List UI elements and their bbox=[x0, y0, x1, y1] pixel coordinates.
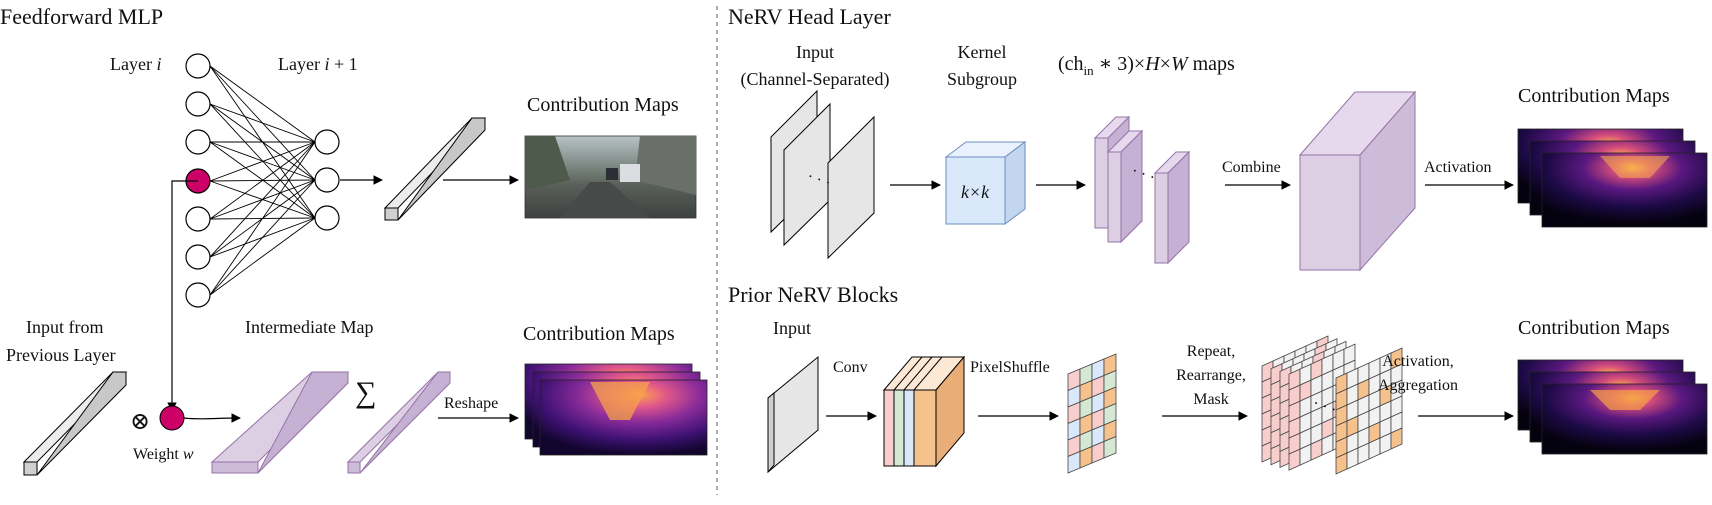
pixelshuffle-label: PixelShuffle bbox=[970, 359, 1050, 376]
input-from-label-line1: Input from bbox=[26, 317, 103, 337]
prior-nerv-blocks-panel: Prior NeRV Blocks Input Conv PixelShuffl… bbox=[728, 282, 1708, 475]
layer-i-label: Layer i bbox=[110, 54, 161, 74]
feedforward-mlp-panel: Feedforward MLP Layer i Layer i + 1 Cont… bbox=[0, 4, 708, 476]
mlp-edge bbox=[209, 217, 316, 296]
mlp-edge bbox=[209, 141, 316, 220]
nerv-head-layer-panel: NeRV Head Layer Input (Channel-Separated… bbox=[728, 4, 1708, 272]
combine-label: Combine bbox=[1222, 159, 1281, 176]
neuron bbox=[185, 244, 211, 270]
arrow-to-intermediate bbox=[183, 413, 241, 423]
neuron bbox=[314, 129, 340, 155]
kernel-size-label: k×k bbox=[961, 182, 990, 202]
conv-label: Conv bbox=[833, 359, 868, 376]
contribution-maps-label-head: Contribution Maps bbox=[1518, 85, 1670, 107]
weight-path-arrow bbox=[167, 180, 198, 412]
reduced-vector-bar bbox=[346, 371, 452, 474]
intermediate-maps-stack bbox=[1093, 115, 1191, 265]
mlp-edge bbox=[209, 103, 316, 143]
maps-dimension-label: (chin ∗ 3)×H×W maps bbox=[1058, 53, 1235, 78]
kernel-cube bbox=[944, 141, 1027, 225]
neuron bbox=[185, 91, 211, 117]
neuron bbox=[185, 206, 211, 232]
repeat-label-line1: Repeat, bbox=[1187, 343, 1235, 360]
heatmap-stack-left bbox=[524, 363, 708, 456]
layer-i-neurons bbox=[185, 53, 211, 308]
activation-agg-label-line2: Aggregation bbox=[1378, 377, 1458, 394]
neuron bbox=[314, 205, 340, 231]
activation-label: Activation bbox=[1424, 159, 1492, 176]
output-vector-bar bbox=[383, 117, 487, 221]
activation-agg-label-line1: Activation, bbox=[1382, 353, 1454, 370]
pixelshuffle-cell bbox=[1103, 435, 1117, 459]
input-from-label-line2: Previous Layer bbox=[6, 345, 115, 365]
input-label-bottom: Input bbox=[773, 318, 811, 338]
repeat-label-line2: Rearrange, bbox=[1176, 367, 1246, 384]
kernel-label-line1: Kernel bbox=[958, 42, 1007, 62]
street-scene-image bbox=[524, 135, 697, 219]
mlp-edge bbox=[209, 141, 316, 296]
mlp-connections bbox=[209, 65, 316, 296]
panel-title-mlp: Feedforward MLP bbox=[0, 4, 163, 29]
contribution-maps-label-top: Contribution Maps bbox=[527, 94, 679, 116]
intermediate-map-label: Intermediate Map bbox=[245, 317, 373, 337]
heatmap-stack-prior bbox=[1517, 359, 1708, 455]
reshape-label: Reshape bbox=[444, 395, 498, 412]
mlp-edge bbox=[209, 179, 316, 296]
input-label-line2: (Channel-Separated) bbox=[741, 69, 890, 90]
mlp-edge bbox=[209, 141, 316, 182]
contribution-maps-label-bottom: Contribution Maps bbox=[523, 323, 675, 345]
pixelshuffle-grid bbox=[1067, 353, 1117, 474]
mlp-edge bbox=[209, 141, 316, 181]
otimes-symbol: ⊗ bbox=[130, 409, 150, 435]
input-plane-bottom bbox=[767, 355, 819, 474]
masked-grid-cell-orange bbox=[1390, 427, 1403, 450]
layer-i1-label: Layer i + 1 bbox=[278, 54, 358, 74]
masked-grids-stack bbox=[1261, 335, 1403, 475]
neuron bbox=[185, 129, 211, 155]
input-label-line1: Input bbox=[796, 42, 834, 62]
panel-title-prior-nerv: Prior NeRV Blocks bbox=[728, 282, 898, 307]
heatmap-stack-head bbox=[1517, 128, 1708, 228]
contribution-maps-label-prior: Contribution Maps bbox=[1518, 317, 1670, 339]
weight-label: Weight w bbox=[133, 446, 194, 463]
sum-symbol: ∑ bbox=[355, 376, 376, 409]
repeat-label-line3: Mask bbox=[1193, 391, 1229, 408]
neuron bbox=[314, 167, 340, 193]
channel-separated-planes bbox=[770, 89, 875, 260]
input-vector-bar bbox=[22, 371, 128, 476]
neuron bbox=[185, 282, 211, 308]
conv-output-block bbox=[882, 355, 966, 468]
layer-i1-neurons bbox=[314, 129, 340, 231]
weight-node bbox=[159, 405, 185, 431]
mlp-edge bbox=[209, 141, 316, 258]
panel-title-nerv-head: NeRV Head Layer bbox=[728, 4, 891, 29]
intermediate-map-slab bbox=[210, 371, 350, 474]
kernel-label-line2: Subgroup bbox=[947, 69, 1017, 89]
mlp-edge bbox=[209, 65, 316, 143]
neuron bbox=[185, 53, 211, 79]
combined-output-block bbox=[1298, 90, 1417, 272]
